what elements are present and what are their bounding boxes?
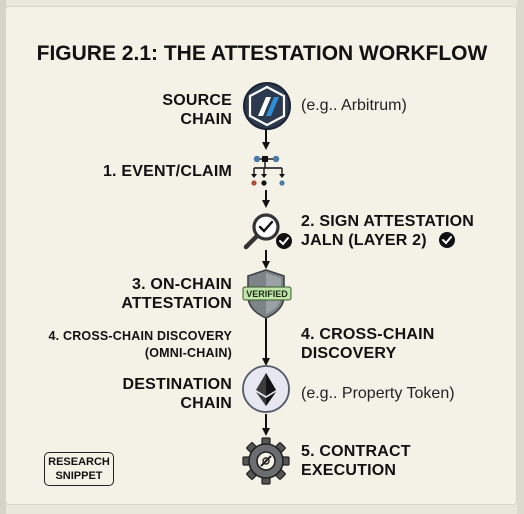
verified-badge-text: VERIFIED — [246, 289, 288, 299]
sign-attestation-label: 2. SIGN ATTESTATION JALN (LAYER 2) — [301, 212, 474, 250]
contract-execution-label: 5. CONTRACT EXECUTION — [301, 442, 411, 480]
source-chain-label: SOURCE CHAIN — [130, 91, 232, 129]
sign-attestation-line1: 2. SIGN ATTESTATION — [301, 213, 474, 230]
cross-chain-right-label: 4. CROSS-CHAIN DISCOVERY — [301, 325, 434, 363]
cross-chain-right-line1: 4. CROSS-CHAIN — [301, 326, 435, 343]
contract-execution-line1: 5. CONTRACT — [301, 443, 411, 460]
source-chain-line1: SOURCE — [162, 92, 232, 109]
source-chain-line2: CHAIN — [180, 111, 232, 128]
sign-attestation-line2: JALN (LAYER 2) — [301, 232, 427, 249]
ethereum-logo-icon — [242, 365, 290, 413]
cross-chain-left-label: 4. CROSS-CHAIN DISCOVERY (OMNI-CHAIN) — [40, 328, 232, 362]
contract-execution-line2: EXECUTION — [301, 462, 397, 479]
on-chain-line1: 3. ON-CHAIN — [132, 276, 232, 293]
right-edge — [517, 0, 524, 514]
gear-icon — [242, 437, 290, 485]
destination-chain-line2: CHAIN — [180, 395, 232, 412]
on-chain-line2: ATTESTATION — [121, 295, 232, 312]
research-badge-line2: SNIPPET — [55, 470, 103, 482]
cross-chain-left-line2: (OMNI-CHAIN) — [144, 346, 232, 360]
left-edge — [0, 0, 6, 514]
research-badge-line1: RESEARCH — [48, 456, 110, 468]
sign-check-icon — [439, 232, 455, 248]
destination-chain-label: DESTINATION CHAIN — [100, 375, 232, 413]
magnifier-check-icon — [243, 213, 292, 250]
destination-chain-line1: DESTINATION — [122, 376, 232, 393]
cross-chain-right-line2: DISCOVERY — [301, 345, 397, 362]
destination-chain-note: (e.g.. Property Token) — [301, 385, 455, 402]
flow-nodes-icon — [251, 155, 285, 186]
figure-title: FIGURE 2.1: THE ATTESTATION WORKFLOW — [36, 42, 488, 65]
event-claim-label: 1. EVENT/CLAIM — [102, 163, 232, 180]
cross-chain-left-line1: 4. CROSS-CHAIN DISCOVERY — [48, 329, 232, 343]
arbitrum-logo-icon — [243, 82, 291, 130]
verified-badge: VERIFIED — [242, 286, 292, 301]
research-snippet-badge: RESEARCH SNIPPET — [44, 452, 114, 486]
source-chain-note: (e.g.. Arbitrum) — [301, 97, 407, 114]
on-chain-attestation-label: 3. ON-CHAIN ATTESTATION — [100, 275, 232, 313]
